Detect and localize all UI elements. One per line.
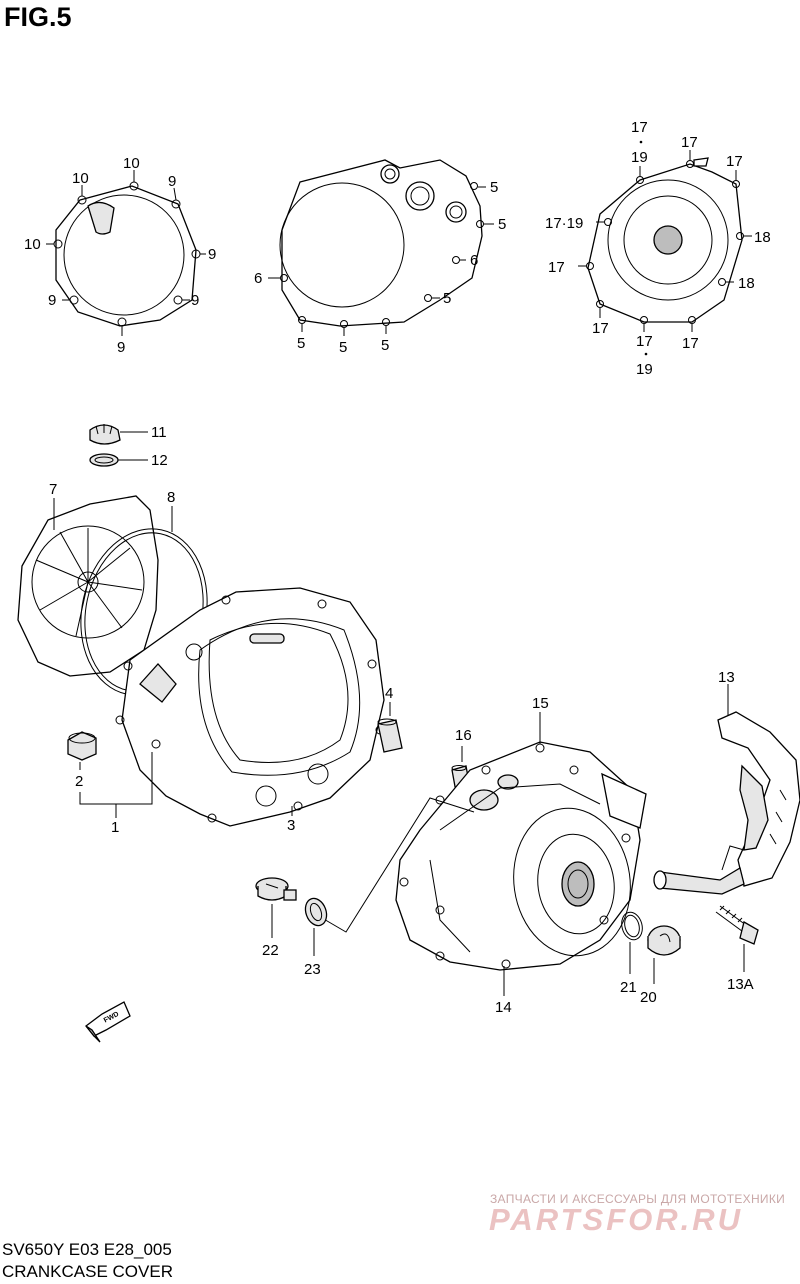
part-label-9: 9 [168, 173, 176, 190]
forward-direction-arrow: FWD [85, 1001, 131, 1043]
part-label-17: 17 [682, 335, 699, 352]
part-label-18: 18 [738, 275, 755, 292]
plug-bolt [255, 877, 297, 938]
diagram-caption: CRANKCASE COVER [2, 1262, 173, 1281]
part-label-3: 3 [287, 817, 295, 834]
part-label-17: 17 [636, 333, 653, 350]
plug-o-ring [304, 897, 328, 956]
clutch-cover-gasket [53, 181, 201, 327]
dowel-pin [67, 731, 97, 770]
part-label-18: 18 [754, 229, 771, 246]
part-label-6: 6 [254, 270, 262, 287]
clutch-cover [17, 495, 159, 677]
part-label-6: 6 [470, 252, 478, 269]
assembly-bracket-1 [79, 752, 153, 818]
gasket-a-leaders [46, 170, 206, 336]
part-label-17: 17 [726, 153, 743, 170]
part-label-5: 5 [297, 335, 305, 352]
filler-cap-o-ring [89, 453, 148, 467]
generator-cover-gasket [586, 157, 744, 324]
dowel-pin-4 [377, 702, 403, 753]
part-label-20: 20 [640, 989, 657, 1006]
part-label-17: 17 [631, 119, 648, 136]
part-label-15: 15 [532, 695, 549, 712]
crankcase-cover [115, 587, 385, 827]
part-label-5: 5 [498, 216, 506, 233]
part-label-17: 17 [681, 134, 698, 151]
part-label-14: 14 [495, 999, 512, 1016]
part-label-23: 23 [304, 961, 321, 978]
gasket-c-leaders [578, 140, 752, 356]
part-label-10: 10 [24, 236, 41, 253]
gasket-b-leaders [268, 186, 494, 336]
watermark-tagline: ЗАПЧАСТИ И АКСЕССУАРЫ ДЛЯ МОТОТЕХНИКИ [490, 1192, 786, 1206]
part-label-19: 19 [631, 149, 648, 166]
part-label-5: 5 [490, 179, 498, 196]
part-label-9: 9 [117, 339, 125, 356]
part-label-1: 1 [111, 819, 119, 836]
part-label-5: 5 [381, 337, 389, 354]
part-label-9: 9 [208, 246, 216, 263]
part-label-2: 2 [75, 773, 83, 790]
part-label-10: 10 [72, 170, 89, 187]
part-label-19: 19 [636, 361, 653, 378]
part-label-9: 9 [191, 292, 199, 309]
part-label-17: 17 [548, 259, 565, 276]
part-label-16: 16 [455, 727, 472, 744]
part-label-5: 5 [339, 339, 347, 356]
part-label-5: 5 [443, 290, 451, 307]
part-label-12: 12 [151, 452, 168, 469]
figure-title: FIG.5 [4, 2, 72, 32]
crankcase-cover-gasket [279, 159, 484, 328]
assembly-connector-line [321, 797, 475, 933]
part-label-17-19: 17·19 [545, 215, 583, 232]
part-label-4: 4 [385, 685, 393, 702]
part-label-8: 8 [167, 489, 175, 506]
part-label-13a: 13A [727, 976, 754, 993]
part-label-9: 9 [48, 292, 56, 309]
part-label-13: 13 [718, 669, 735, 686]
part-label-10: 10 [123, 155, 140, 172]
guard-bolt [715, 905, 759, 972]
chain-guard-plate [653, 684, 800, 895]
timing-inspection-cap [647, 925, 681, 984]
part-label-22: 22 [262, 942, 279, 959]
generator-cover [395, 712, 647, 996]
part-label-11: 11 [151, 424, 167, 441]
part-label-21: 21 [620, 979, 637, 996]
timing-plug-o-ring [621, 911, 643, 974]
model-code: SV650Y E03 E28_005 [2, 1240, 172, 1259]
oil-filler-cap [89, 424, 148, 445]
part-label-7: 7 [49, 481, 57, 498]
watermark-brand: PARTSFOR.RU [489, 1202, 744, 1237]
part-label-17: 17 [592, 320, 609, 337]
